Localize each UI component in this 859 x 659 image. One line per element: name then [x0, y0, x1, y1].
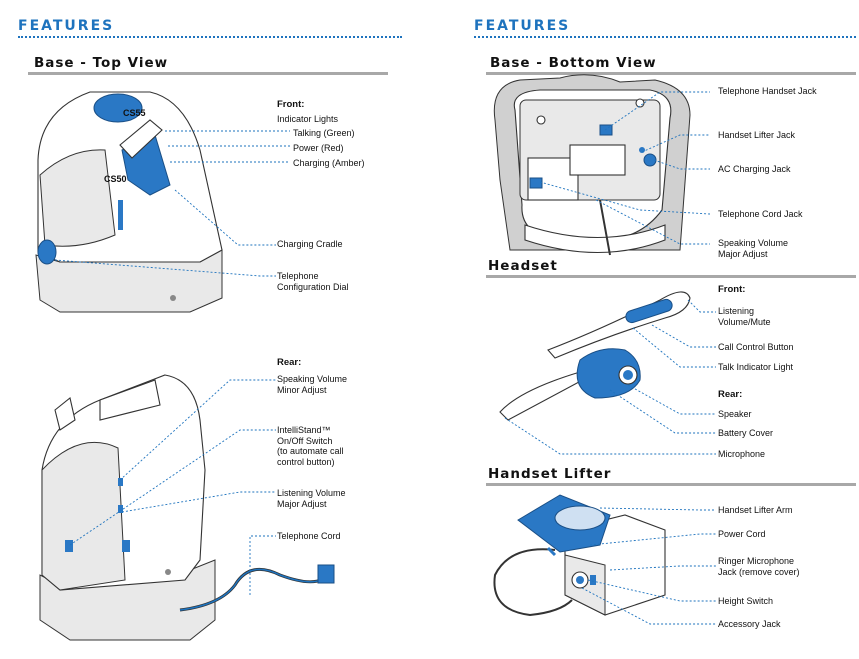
call-control-button-label: Call Control Button [718, 342, 794, 352]
ac-charging-jack-label: AC Charging Jack [718, 164, 791, 174]
base-rear-view-illustration [39, 374, 335, 641]
charging-cradle-label: Charging Cradle [277, 239, 343, 249]
headset-rear-heading: Rear: [718, 389, 743, 400]
microphone-label: Microphone [718, 449, 766, 459]
telephone-config-line1: Telephone [277, 271, 319, 281]
section-title-top-view: Base - Top View [34, 55, 169, 71]
intellistand-switch-label: IntelliStand™ On/Off Switch (to automate… [277, 425, 344, 467]
intellistand-line3: (to automate call [277, 446, 344, 456]
section-title-bottom-view: Base - Bottom View [490, 55, 657, 71]
power-cord-label: Power Cord [718, 529, 766, 539]
speaking-volume-minor-label: Speaking Volume Minor Adjust [277, 374, 347, 395]
listening-major-line2: Major Adjust [277, 498, 327, 509]
telephone-cord-label: Telephone Cord [277, 531, 341, 541]
speaking-major-line1: Speaking Volume [718, 238, 789, 248]
listening-volume-mute-label: Listening Volume/Mute [718, 306, 771, 327]
intellistand-line4: control button) [277, 456, 335, 467]
telephone-config-line2: Configuration Dial [277, 281, 349, 292]
headset-illustration [499, 291, 691, 421]
speaking-volume-major-label: Speaking Volume Major Adjust [718, 238, 788, 259]
features-divider-right [474, 36, 856, 38]
section-rule [486, 275, 856, 278]
section-rule [486, 72, 856, 75]
talking-light-label: Talking (Green) [293, 128, 355, 138]
handset-lifter-arm-label: Handset Lifter Arm [718, 505, 793, 515]
charging-light-label: Charging (Amber) [293, 158, 365, 168]
height-switch-label: Height Switch [718, 596, 774, 606]
cs50-label: CS50 [104, 174, 127, 184]
telephone-config-dial-label: Telephone Configuration Dial [277, 271, 349, 292]
speaker-label: Speaker [718, 409, 752, 419]
accessory-jack-label: Accessory Jack [718, 619, 781, 629]
listening-volume-major-label: Listening Volume Major Adjust [277, 488, 346, 509]
telephone-handset-jack-label: Telephone Handset Jack [718, 86, 817, 96]
base-top-view-illustration [35, 91, 223, 313]
ringer-line2: Jack (remove cover) [718, 566, 800, 577]
headset-front-heading: Front: [718, 284, 746, 295]
section-title-headset: Headset [488, 258, 558, 274]
cs55-label: CS55 [123, 108, 146, 118]
speaking-minor-line1: Speaking Volume [277, 374, 348, 384]
section-rule [486, 483, 856, 486]
features-title-left: FEATURES [18, 18, 115, 34]
speaking-major-line2: Major Adjust [718, 248, 768, 259]
intellistand-line2: On/Off Switch [277, 435, 333, 446]
speaking-minor-line2: Minor Adjust [277, 384, 327, 395]
telephone-cord-jack-label: Telephone Cord Jack [718, 209, 803, 219]
ringer-microphone-jack-label: Ringer Microphone Jack (remove cover) [718, 556, 800, 577]
base-bottom-view-illustration [493, 74, 691, 256]
listening-major-line1: Listening Volume [277, 488, 346, 498]
ringer-line1: Ringer Microphone [718, 556, 795, 566]
features-divider-left [18, 36, 402, 38]
battery-cover-label: Battery Cover [718, 428, 774, 438]
section-rule [28, 72, 388, 75]
section-title-handset-lifter: Handset Lifter [488, 466, 612, 482]
power-light-label: Power (Red) [293, 143, 344, 153]
rear-heading: Rear: [277, 357, 302, 368]
indicator-lights-label: Indicator Lights [277, 114, 339, 124]
listening-line1: Listening [718, 306, 755, 316]
intellistand-line1: IntelliStand™ [277, 425, 331, 435]
features-title-right: FEATURES [474, 18, 571, 34]
talk-indicator-light-label: Talk Indicator Light [718, 362, 794, 372]
front-heading: Front: [277, 99, 305, 110]
handset-lifter-jack-label: Handset Lifter Jack [718, 130, 796, 140]
listening-line2: Volume/Mute [718, 316, 771, 327]
handset-lifter-illustration [493, 494, 666, 617]
